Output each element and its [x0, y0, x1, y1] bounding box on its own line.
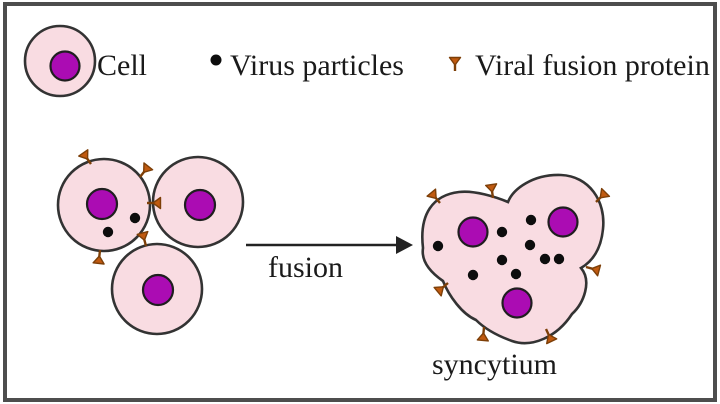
fusion-arrow-label: fusion: [268, 251, 343, 284]
cell-nucleus: [501, 287, 533, 319]
fusion-arrow: [246, 236, 413, 254]
cell-nucleus: [85, 187, 119, 221]
virus-particle-dot: [525, 214, 537, 226]
viral-fusion-protein-icon: [147, 196, 162, 210]
viral-fusion-protein-icon: [139, 162, 154, 178]
protein-head: [448, 56, 462, 66]
protein-head: [152, 196, 162, 210]
viral-fusion-protein-icon: [476, 326, 490, 342]
virus-particle-dot: [496, 254, 508, 266]
viral-fusion-protein-legend-icon: [448, 56, 462, 71]
legend-virus-label: Virus particles: [230, 49, 404, 82]
fusion-arrow-head: [396, 236, 413, 254]
cell-nucleus: [457, 216, 489, 248]
legend-protein-label: Viral fusion protein: [475, 49, 710, 82]
viral-fusion-protein-icon: [484, 183, 498, 199]
virus-particle-dot: [467, 269, 479, 281]
protein-head: [92, 255, 105, 265]
virus-particle-dot: [553, 253, 565, 265]
protein-head: [484, 183, 498, 193]
cell-legend-icon: [23, 24, 97, 98]
virus-particle-legend-icon: [210, 54, 222, 66]
viral-fusion-protein-icon: [433, 282, 449, 297]
viral-fusion-protein-icon: [426, 188, 441, 204]
virus-particle-dot: [539, 253, 551, 265]
viral-fusion-protein-icon: [585, 264, 602, 277]
viral-fusion-protein-icon: [448, 56, 462, 71]
cell-nucleus: [547, 206, 579, 238]
viral-fusion-protein-icon: [544, 328, 558, 345]
syncytium: [421, 173, 611, 345]
protein-head: [426, 188, 437, 200]
protein-head: [142, 162, 154, 173]
viral-fusion-protein-icon: [78, 149, 92, 165]
protein-head: [591, 264, 602, 277]
cell-nucleus: [183, 188, 217, 222]
protein-head: [476, 332, 490, 342]
viral-fusion-protein-icon: [136, 230, 149, 247]
legend-cell-label: Cell: [97, 49, 147, 82]
viral-fusion-protein-icon: [92, 249, 105, 265]
protein-head: [599, 187, 611, 199]
virus-particle-dot: [496, 226, 508, 238]
virus-particle-dot: [524, 239, 536, 251]
protein-head: [136, 230, 149, 241]
viral-fusion-protein-icon: [595, 187, 611, 203]
virus-particle-dot: [129, 212, 141, 224]
legend: Cell Virus particles Viral fusion protei…: [23, 24, 710, 98]
virus-particle-dot: [510, 268, 522, 280]
cell-cluster: [56, 149, 245, 336]
protein-head: [78, 149, 89, 160]
syncytium-label: syncytium: [432, 348, 557, 381]
virus-particle-dot: [432, 240, 444, 252]
cell-nucleus: [141, 273, 175, 307]
virus-particle-dot: [102, 226, 114, 238]
protein-head: [546, 333, 558, 345]
virus-particle-dot: [210, 54, 222, 66]
cell-nucleus: [49, 50, 81, 82]
protein-head: [433, 286, 445, 297]
